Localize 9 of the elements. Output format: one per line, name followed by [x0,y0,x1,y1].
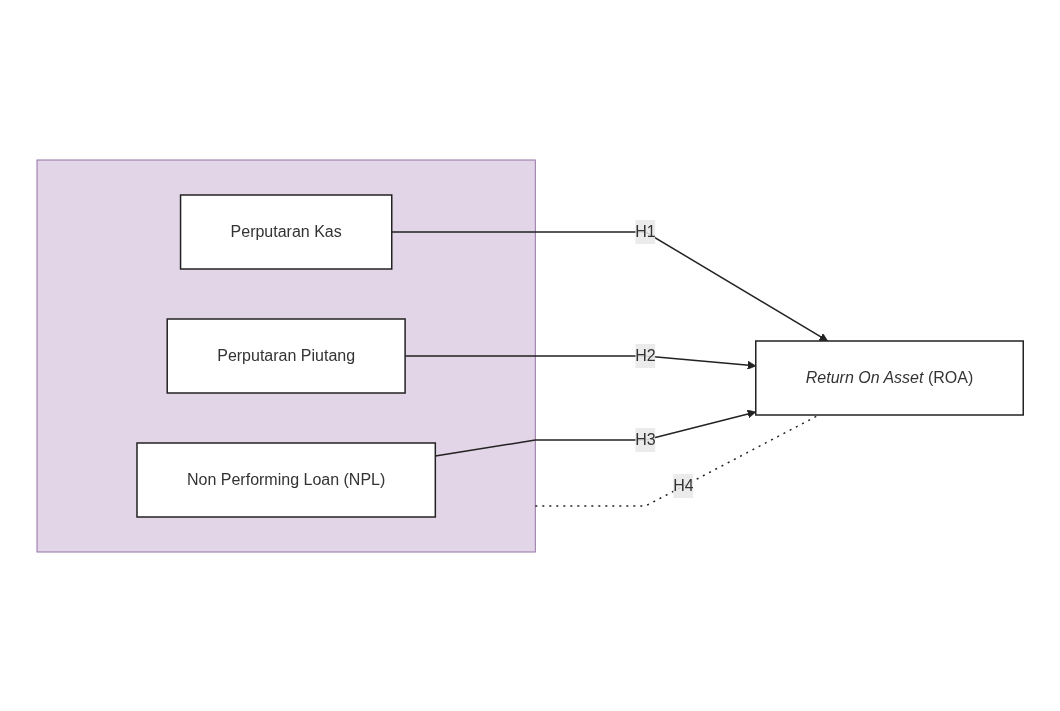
edge-label: H1 [635,222,656,240]
node-box: Non Performing Loan (NPL) [136,441,436,518]
edge-label: H3 [635,430,656,448]
node-box: Perputaran Kas [179,193,393,270]
edge-label: H2 [635,346,656,364]
node-box: Return On Asset (ROA) [754,339,1024,416]
node-box: Perputaran Piutang [166,317,406,394]
edge-label: H4 [673,476,694,494]
cluster [36,159,536,552]
